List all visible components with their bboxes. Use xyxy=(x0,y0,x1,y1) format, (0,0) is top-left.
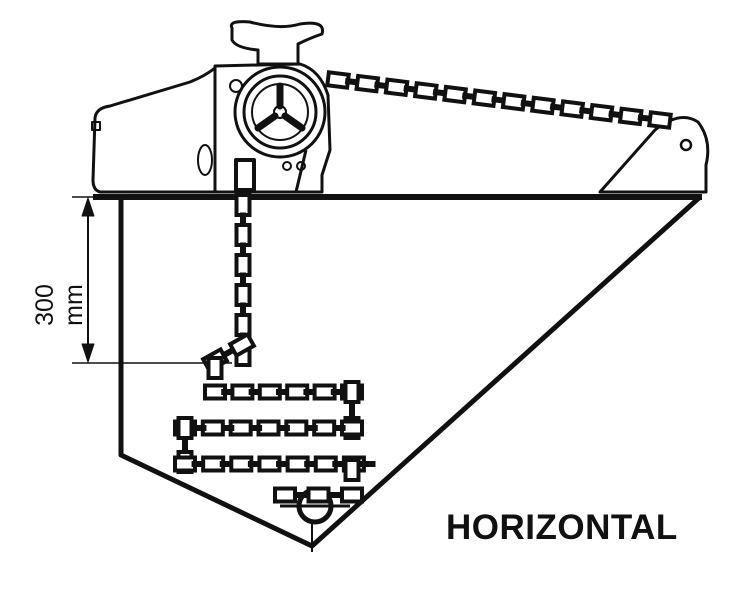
chain-link xyxy=(234,253,252,277)
chain-link xyxy=(340,486,364,504)
chain-link xyxy=(360,461,376,467)
chain-link xyxy=(234,313,252,337)
chain-link xyxy=(227,331,257,359)
chain-link xyxy=(234,193,252,217)
chain-pipe-link xyxy=(234,158,256,192)
manual-handle xyxy=(229,20,325,66)
dimension-label: 300 mm xyxy=(31,284,88,326)
bow-roller-pin xyxy=(679,138,693,152)
gypsy-spokes xyxy=(254,82,306,132)
gypsy-housing xyxy=(213,62,332,194)
chain-link xyxy=(234,223,252,247)
dimension-300mm xyxy=(72,196,232,364)
chain-link xyxy=(343,458,361,482)
chain-link xyxy=(182,437,188,453)
chain-link xyxy=(647,110,673,130)
motor-housing xyxy=(91,66,217,194)
windlass xyxy=(91,20,332,194)
bow-roller xyxy=(598,116,710,194)
chain-link xyxy=(176,416,194,440)
chain-locker-outline xyxy=(118,195,702,549)
chain-link xyxy=(306,486,331,504)
chain-link xyxy=(206,356,224,380)
gypsy-outer xyxy=(233,65,327,159)
arrow-up-icon xyxy=(81,197,95,217)
arrow-down-icon xyxy=(81,343,95,363)
chain-link xyxy=(273,486,297,504)
chain-link xyxy=(349,402,355,418)
chain-link xyxy=(343,380,361,404)
chain-link xyxy=(234,283,252,307)
anchor-chain xyxy=(173,70,673,504)
orientation-label: HORIZONTAL xyxy=(446,508,678,547)
